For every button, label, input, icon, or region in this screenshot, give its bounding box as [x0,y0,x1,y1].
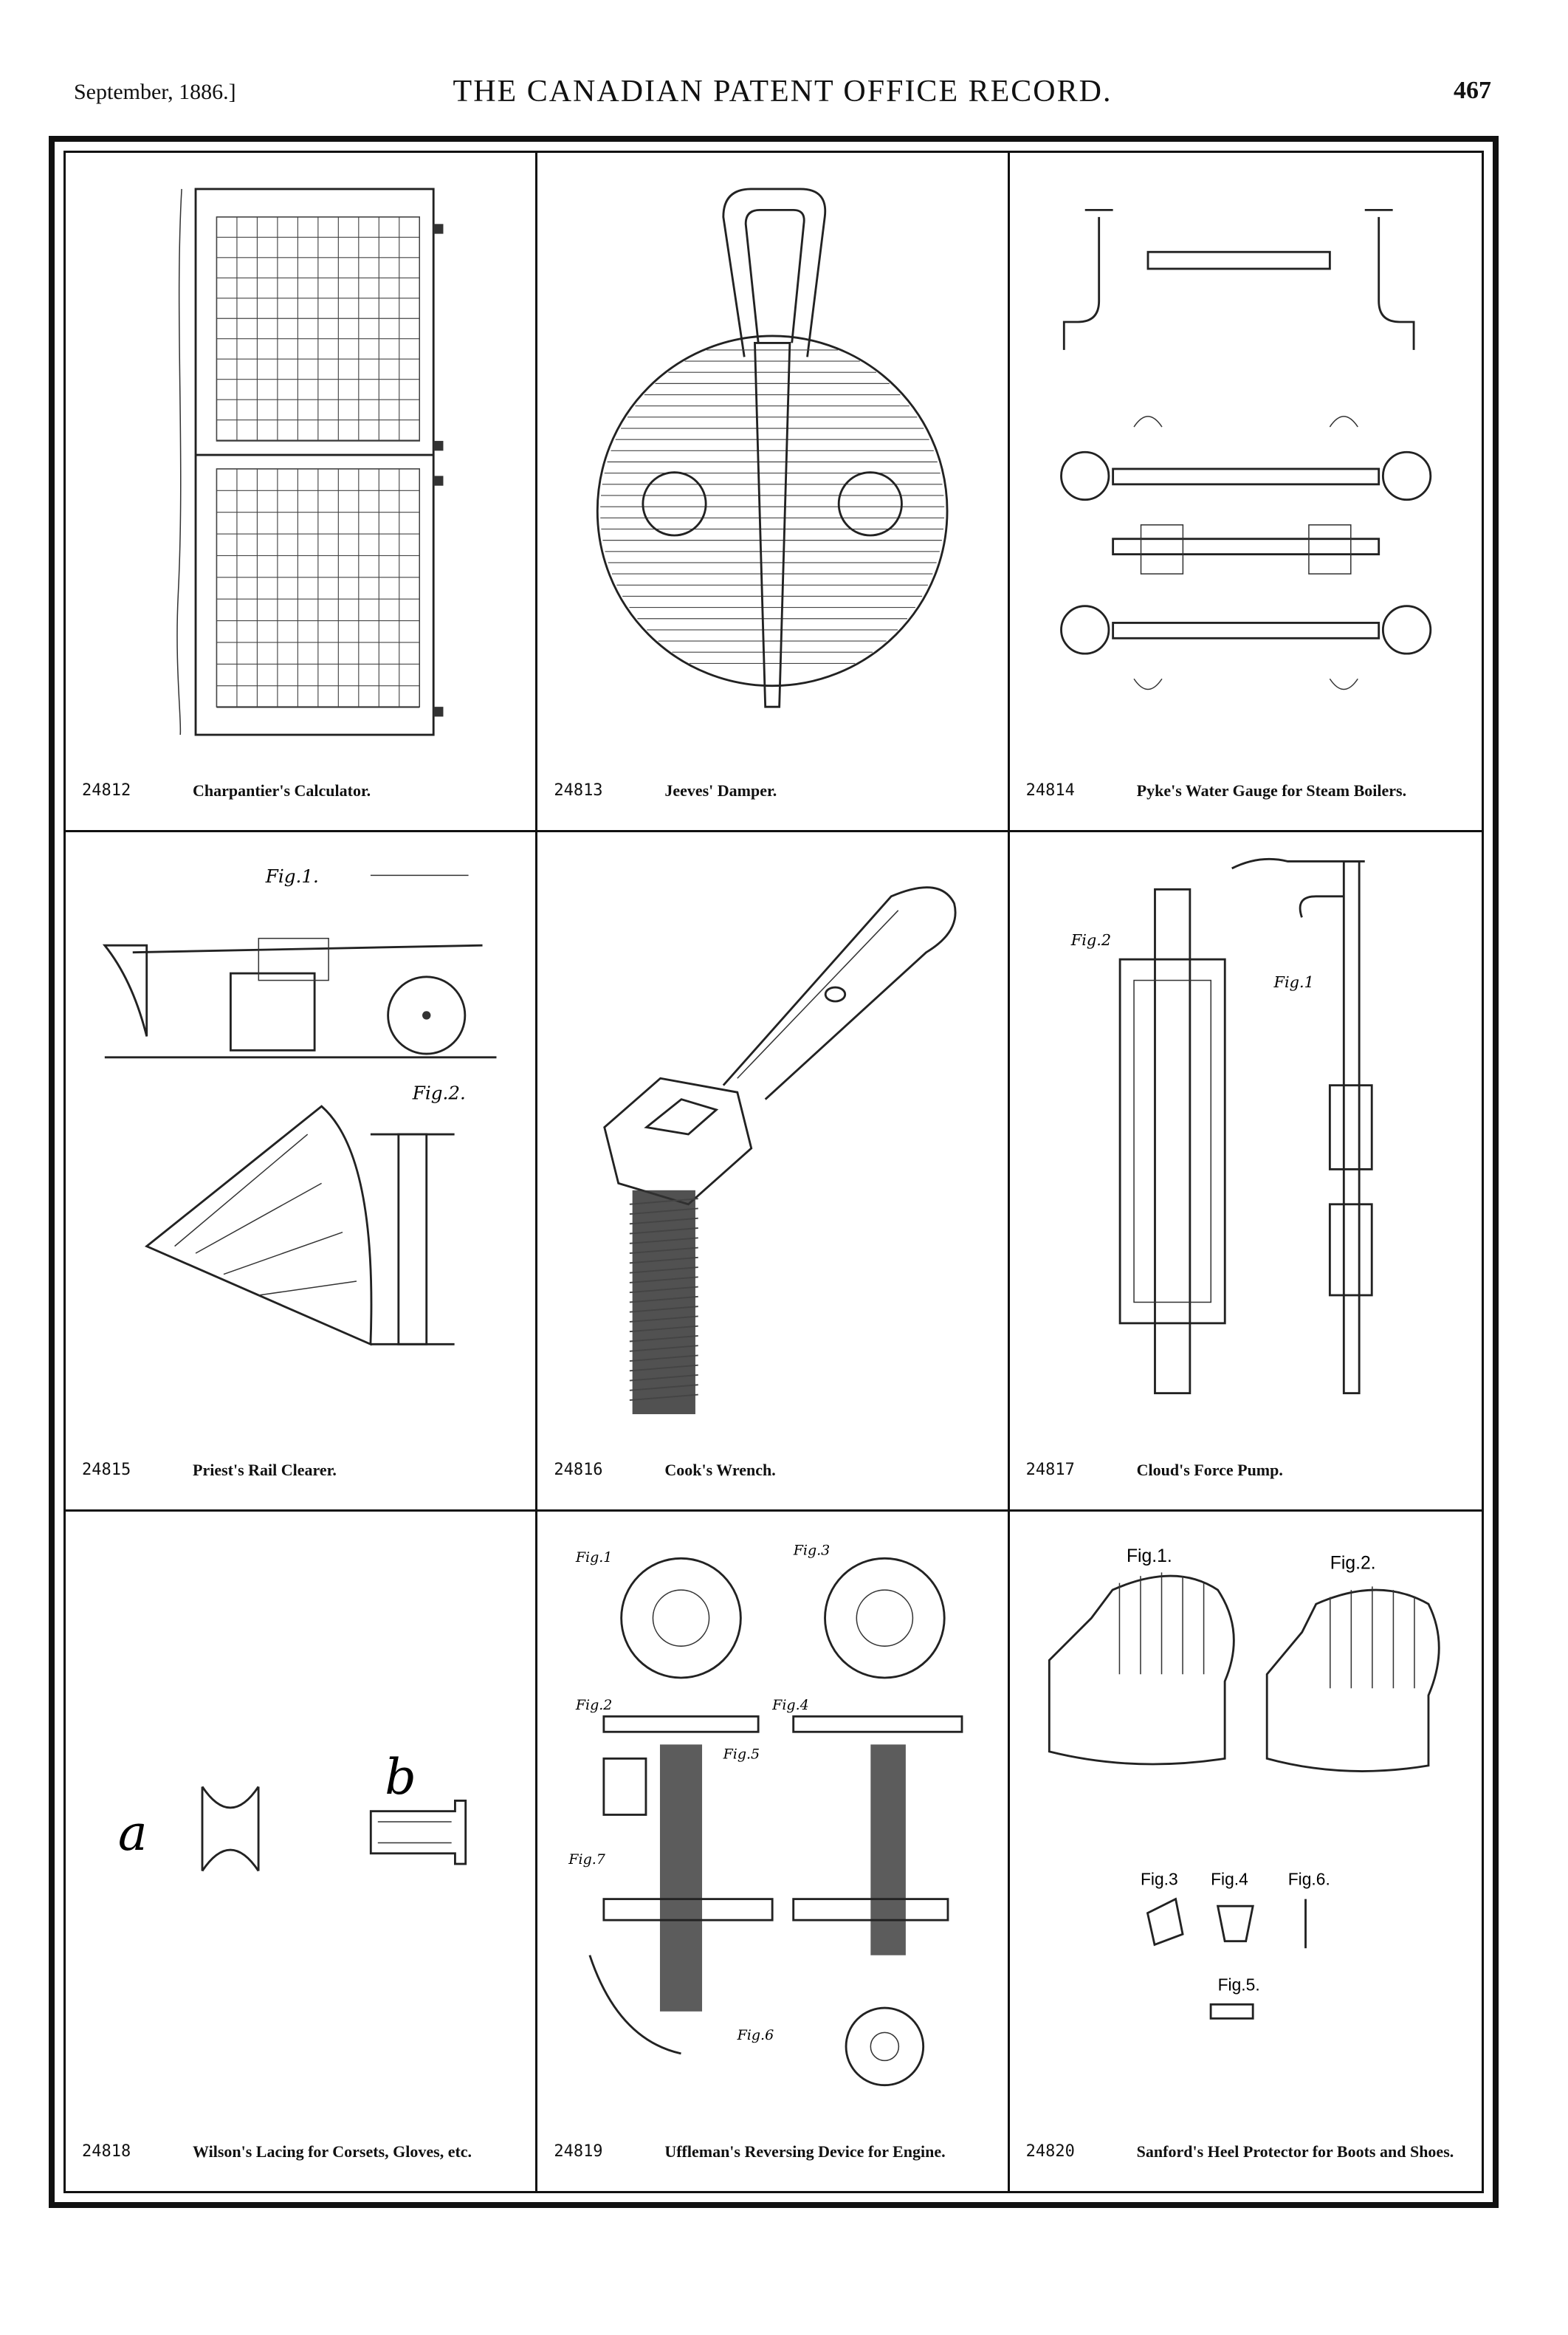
patent-caption: 24812 Charpantier's Calculator. [82,781,523,800]
patent-caption: 24820 Sanford's Heel Protector for Boots… [1026,2142,1470,2161]
patent-panel-24813: 24813 Jeeves' Damper. [537,153,1010,832]
patent-panel-24819: Fig.1 Fig.3 Fig.2 Fig.4 Fig.5 Fig.7 [537,1512,1010,2191]
patent-panel-24817: Fig.2 Fig.1 24817 Cloud's Force Pump. [1009,832,1482,1512]
patent-title: Charpantier's Calculator. [193,781,371,800]
patent-number: 24813 [554,781,603,800]
rev-fig3-label: Fig.3 [793,1543,831,1559]
heel-fig1-label: Fig.1. [1127,1546,1172,1566]
publication-title: THE CANADIAN PATENT OFFICE RECORD. [453,75,1113,109]
patent-number: 24819 [554,2142,603,2161]
patent-title: Uffleman's Reversing Device for Engine. [664,2142,946,2161]
damper-illustration [560,175,985,749]
patent-number: 24814 [1025,781,1075,800]
patent-title: Jeeves' Damper. [664,781,777,800]
heel-fig6-label: Fig.6. [1287,1870,1330,1889]
rev-fig5-label: Fig.5 [723,1746,760,1762]
patent-panel-24820: Fig.1. Fig.2. Fig.3 Fig.4 Fig.6. Fig.5. [1010,1512,1482,2191]
pump-fig1-label: Fig.1 [1273,973,1313,991]
patent-number: 24818 [82,2142,131,2161]
rev-fig1-label: Fig.1 [575,1549,613,1566]
patent-number: 24815 [82,1461,131,1479]
patent-title: Sanford's Heel Protector for Boots and S… [1136,2142,1454,2161]
pump-fig2-label: Fig.2 [1070,931,1110,949]
patent-caption: 24816 Cook's Wrench. [554,1461,995,1480]
page-number: 467 [1454,77,1491,104]
patent-title: Cook's Wrench. [664,1461,776,1479]
patent-caption: 24815 Priest's Rail Clearer. [82,1461,523,1480]
patent-panel-24815: Fig.1. Fig.2. 24 [66,832,538,1512]
reversing-device-illustration: Fig.1 Fig.3 Fig.2 Fig.4 Fig.5 Fig.7 [560,1534,985,2110]
page-header: September, 1886.] THE CANADIAN PATENT OF… [74,74,1491,118]
plates-frame: 24812 Charpantier's Calculator. 24813 [49,136,1499,2208]
rev-fig4-label: Fig.4 [771,1697,809,1713]
issue-date: September, 1886.] [74,80,236,104]
patent-panel-24812: 24812 Charpantier's Calculator. [66,153,538,832]
patent-title: Pyke's Water Gauge for Steam Boilers. [1136,781,1407,800]
heel-fig3-label: Fig.3 [1141,1870,1178,1889]
patent-caption: 24819 Uffleman's Reversing Device for En… [554,2142,995,2161]
patent-caption: 24814 Pyke's Water Gauge for Steam Boile… [1026,781,1470,800]
fig2-label: Fig.2. [412,1083,466,1104]
rev-fig7-label: Fig.7 [568,1851,606,1868]
calculator-illustration [88,175,513,749]
fig1-label: Fig.1. [265,865,319,887]
patent-number: 24812 [82,781,131,800]
force-pump-illustration: Fig.2 Fig.1 [1032,854,1459,1428]
patent-panel-24816: 24816 Cook's Wrench. [537,832,1010,1512]
patent-caption: 24818 Wilson's Lacing for Corsets, Glove… [82,2142,523,2161]
patent-number: 24817 [1025,1461,1075,1479]
patent-number: 24820 [1025,2142,1075,2161]
label-a: a [118,1804,148,1862]
heel-fig2-label: Fig.2. [1330,1554,1375,1574]
label-b: b [385,1748,416,1806]
heel-fig4-label: Fig.4 [1211,1870,1248,1889]
patent-title: Wilson's Lacing for Corsets, Gloves, etc… [193,2142,472,2161]
patent-panel-24818: a b 24818 Wilson's Lacing for Corsets, G… [66,1512,538,2191]
lacing-illustration: a b [88,1534,513,2110]
patent-panel-24814: 24814 Pyke's Water Gauge for Steam Boile… [1009,153,1482,832]
patent-number: 24816 [554,1461,603,1479]
rev-fig2-label: Fig.2 [575,1697,613,1713]
rail-clearer-illustration: Fig.1. Fig.2. [88,854,513,1428]
rev-fig6-label: Fig.6 [737,2027,774,2043]
patent-caption: 24813 Jeeves' Damper. [554,781,995,800]
patent-title: Priest's Rail Clearer. [193,1461,337,1479]
wrench-illustration [560,854,985,1428]
heel-fig5-label: Fig.5. [1217,1975,1259,1994]
heel-protector-illustration: Fig.1. Fig.2. Fig.3 Fig.4 Fig.6. Fig.5. [1032,1534,1459,2110]
patent-title: Cloud's Force Pump. [1136,1461,1283,1479]
patent-caption: 24817 Cloud's Force Pump. [1026,1461,1470,1480]
water-gauge-illustration [1032,175,1459,749]
plates-grid: 24812 Charpantier's Calculator. 24813 [63,151,1484,2193]
